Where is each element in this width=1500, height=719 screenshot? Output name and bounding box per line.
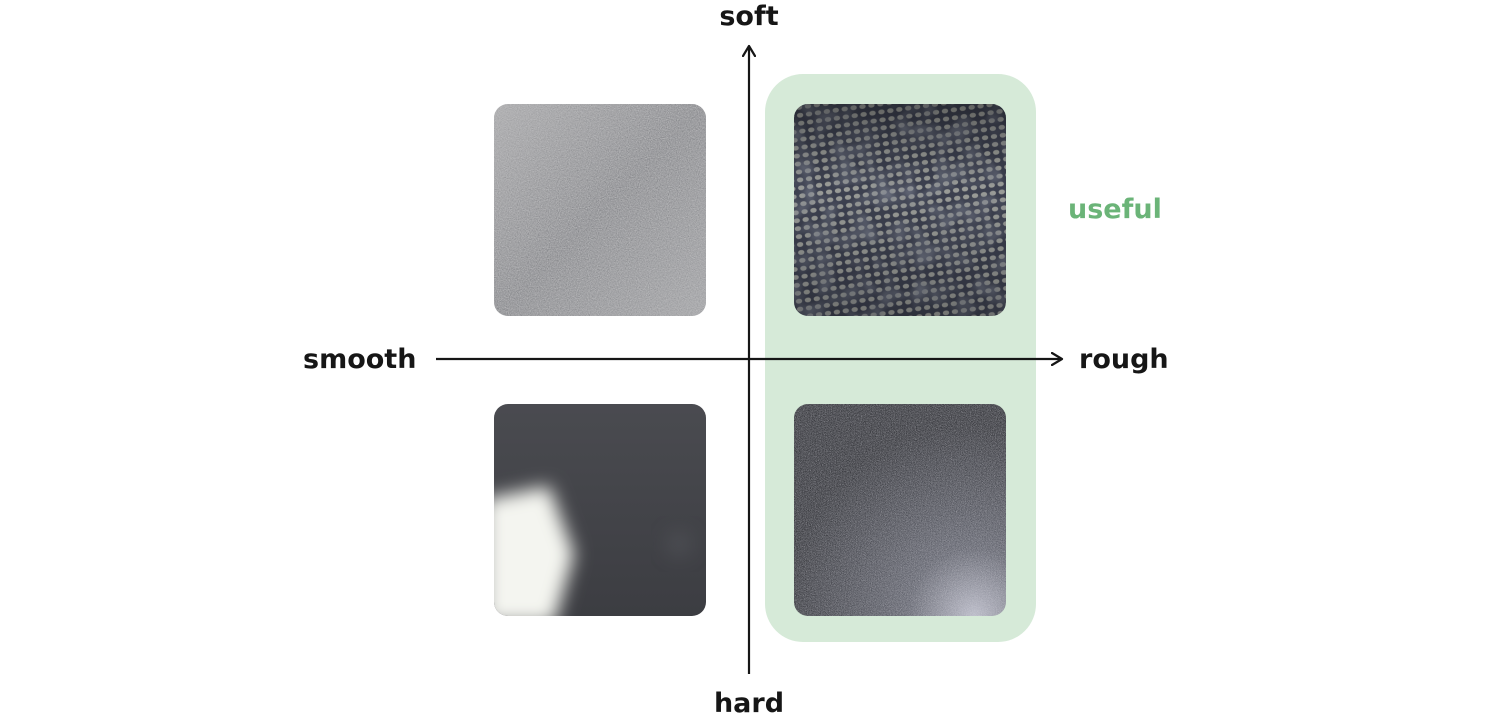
texture-tile-soft-smooth: [494, 104, 706, 316]
axis-label-rough: rough: [1079, 344, 1169, 375]
texture-tile-hard-smooth: [494, 404, 706, 616]
axis-label-hard: hard: [713, 688, 785, 719]
useful-label: useful: [1068, 194, 1162, 225]
texture-tile-soft-rough: [794, 104, 1006, 316]
axis-label-soft: soft: [719, 1, 779, 32]
texture-tile-hard-rough: [794, 404, 1006, 616]
axis-label-smooth: smooth: [303, 344, 417, 375]
